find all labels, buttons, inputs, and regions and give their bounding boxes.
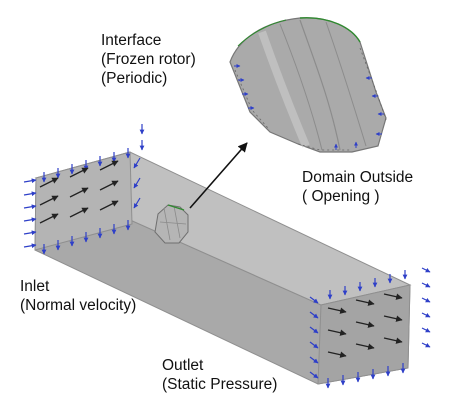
- inlet-label-line-2: (Normal velocity): [20, 297, 137, 314]
- outlet-velocity-arrows: [327, 293, 403, 358]
- outlet-label-line-2: (Static Pressure): [162, 376, 278, 393]
- outlet-label-line-1: Outlet: [162, 357, 204, 374]
- inlet-boundary-arrows: [23, 124, 145, 255]
- interface-label-line-2: (Frozen rotor): [101, 51, 196, 68]
- outlet-boundary-arrows: [309, 267, 431, 389]
- rotor-magnified: [229, 17, 387, 153]
- interface-label-line-1: Interface: [101, 32, 162, 49]
- domain-outside-label-line-1: Domain Outside: [302, 169, 414, 186]
- domain-outside-label-line-2: ( Opening ): [302, 188, 380, 205]
- callout-arrow: [189, 142, 248, 209]
- inlet-label-line-1: Inlet: [20, 278, 50, 295]
- rotor-in-domain: [154, 204, 189, 244]
- inlet-velocity-arrows: [39, 160, 119, 224]
- opening-boundary-arrows: [234, 64, 384, 150]
- domain-outside-label: Domain Outside ( Opening ): [302, 168, 413, 206]
- interface-label: Interface (Frozen rotor) (Periodic): [101, 31, 196, 88]
- outlet-label: Outlet (Static Pressure): [162, 356, 277, 394]
- interface-label-line-3: (Periodic): [101, 70, 168, 87]
- inlet-label: Inlet (Normal velocity): [20, 277, 136, 315]
